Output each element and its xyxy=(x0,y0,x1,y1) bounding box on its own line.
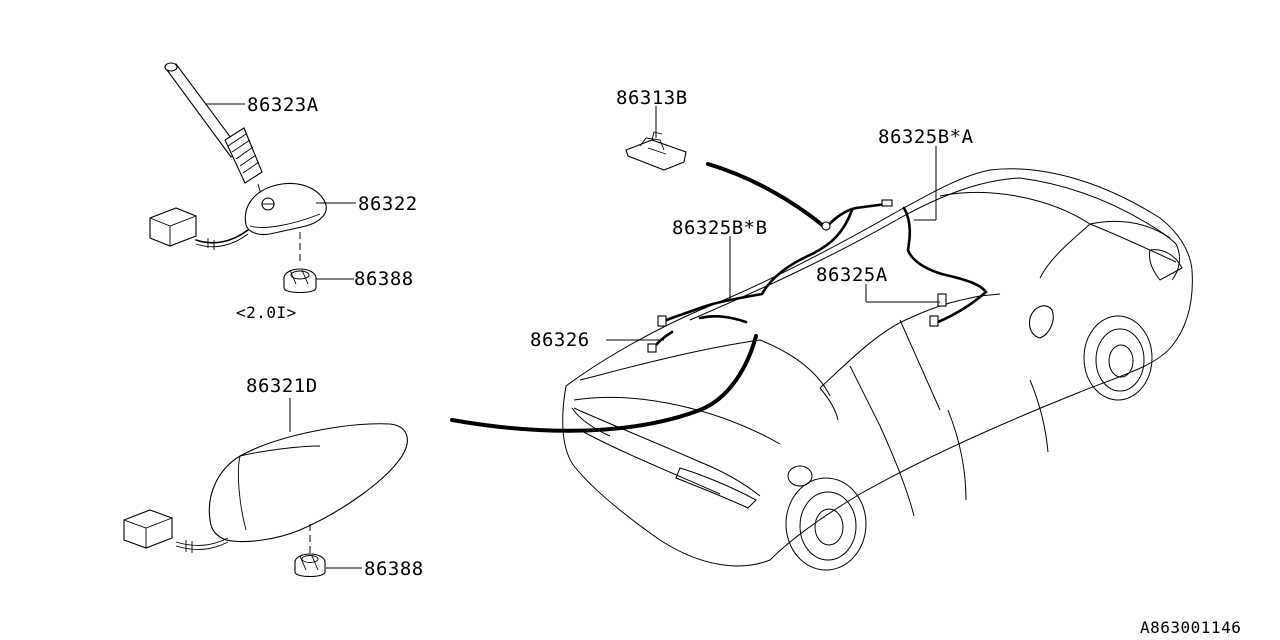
label-variant-note: <2.0I> xyxy=(236,303,297,322)
car-body xyxy=(562,168,1193,571)
label-86325b-b: 86325B*B xyxy=(672,217,768,239)
antenna-base-part xyxy=(149,182,327,262)
label-86325a: 86325A xyxy=(816,264,888,286)
label-86325b-a: 86325B*A xyxy=(878,126,974,148)
shark-fin-antenna-part xyxy=(123,423,408,554)
diagram-code: A863001146 xyxy=(1140,618,1241,637)
label-86323a: 86323A xyxy=(247,94,319,116)
rod-antenna-part xyxy=(164,62,263,199)
label-86326: 86326 xyxy=(530,329,590,351)
label-86388-upper: 86388 xyxy=(354,268,414,290)
label-86322: 86322 xyxy=(358,193,418,215)
callout-arrow-fin xyxy=(450,334,758,433)
label-86313b: 86313B xyxy=(616,87,688,109)
nut-upper-part xyxy=(283,268,317,294)
label-86321d: 86321D xyxy=(246,375,318,397)
label-86388-lower: 86388 xyxy=(364,558,424,580)
roof-clip-part xyxy=(625,131,687,171)
nut-lower-part xyxy=(294,553,326,578)
callout-arrow-roof xyxy=(706,162,828,230)
feeder-cables xyxy=(647,199,988,353)
